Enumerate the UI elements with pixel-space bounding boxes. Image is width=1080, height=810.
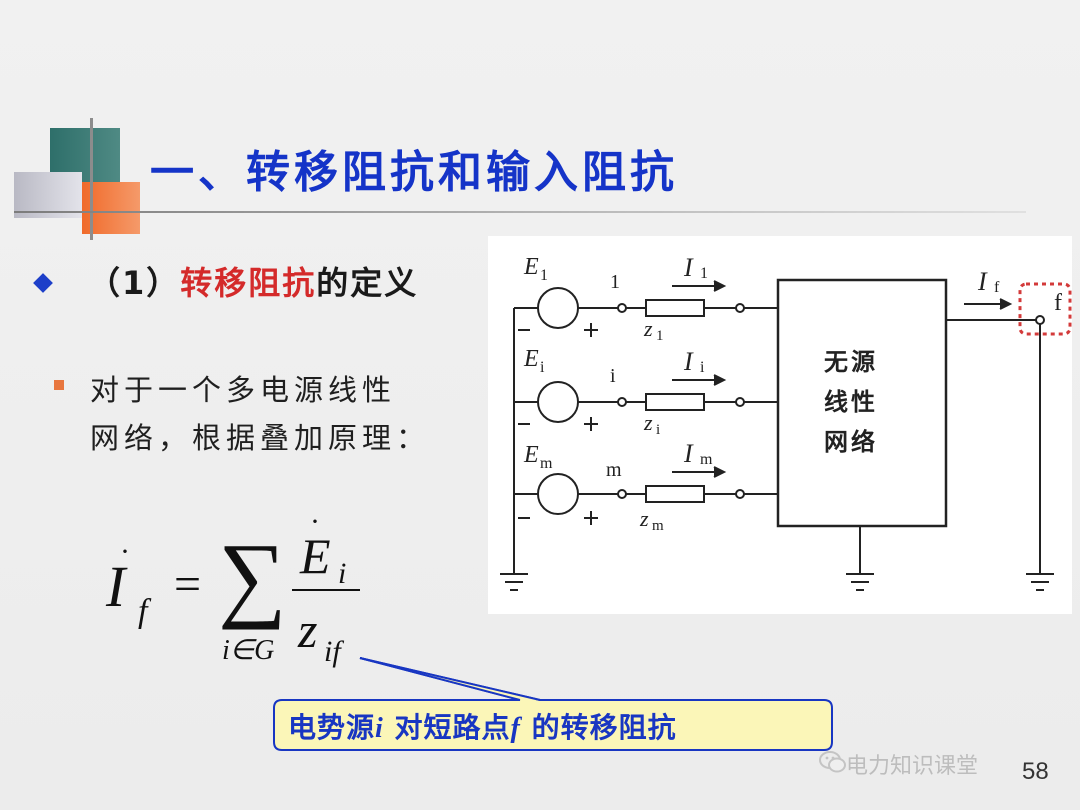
fault-point-highlight [1018,282,1072,336]
title-underline [14,211,1026,213]
formula-denominator-sub: if [324,635,341,668]
slide-title: 一、转移阻抗和输入阻抗 [150,147,678,198]
callout-part-2: 对短路点 [383,711,511,744]
formula: I · f = ∑ i∈G E · i z if [100,505,400,685]
passive-network-block [776,278,948,528]
source-i-circle [537,381,579,423]
formula-lhs: I [106,554,126,619]
formula-numerator: E [300,528,331,584]
impedance-i [645,393,705,411]
deco-square-grey [14,172,82,218]
deco-vertical-line [90,118,93,240]
label-source-i: E [523,346,539,372]
ground-symbol-middle [846,573,874,591]
label-impedance-1-sub: 1 [656,328,664,344]
formula-numerator-dot: · [310,505,320,538]
label-current-f-sub: f [994,279,1000,296]
formula-equals: = [174,558,202,611]
label-node-f: f [1054,290,1062,316]
block-label-line-1: 无源 [824,348,878,376]
label-impedance-1: z [643,316,653,341]
watermark-text: 电力知识课堂 [846,754,979,779]
circuit-diagram: E 1 E i E m 1 i m f I 1 I i I m I f z 1 … [488,236,1072,614]
label-impedance-m: z [639,506,649,531]
section-heading: （1）转移阻抗的定义 [88,258,418,304]
label-current-f: I [977,267,988,296]
impedance-m [645,485,705,503]
formula-lhs-dot: · [120,535,130,568]
ground-symbol-right [1026,573,1054,591]
source-m-circle [537,473,579,515]
square-bullet-icon [54,380,64,390]
label-source-1-sub: 1 [540,267,548,284]
label-node-i: i [610,365,616,387]
callout-var-f: f [510,713,521,744]
callout-part-1: 电势源 [288,711,376,744]
formula-denominator: z [298,602,318,658]
circuit-svg: E 1 E i E m 1 i m f I 1 I i I m I f z 1 … [500,253,1072,591]
label-impedance-i: z [643,410,653,435]
page-number: 58 [1022,758,1049,785]
label-current-i-sub: i [700,359,705,376]
body-paragraph: 对于一个多电源线性 网络，根据叠加原理： [90,366,430,462]
callout-part-3: 的转移阻抗 [520,711,677,744]
callout-tail-edge-right [359,657,541,701]
label-current-m: I [683,439,694,468]
callout-shape [273,657,833,751]
fault-node [1035,315,1045,325]
heading-suffix: 的定义 [316,264,419,302]
heading-highlight: 转移阻抗 [180,264,317,302]
block-label-line-3: 网络 [824,428,878,456]
label-source-m: E [523,442,539,468]
label-impedance-m-sub: m [652,518,664,534]
formula-sum-under: i∈G [222,635,275,666]
wechat-icon [819,751,846,773]
formula-sum: ∑ [218,523,287,630]
formula-fraction-bar [292,589,360,591]
callout-text: 电势源i 对短路点f 的转移阻抗 [288,706,677,746]
label-source-i-sub: i [540,359,545,376]
label-node-m: m [606,459,622,481]
label-current-1-sub: 1 [700,265,708,282]
label-source-m-sub: m [540,455,553,472]
heading-prefix: （1） [88,264,181,302]
label-current-1: I [683,253,694,282]
block-label-line-2: 线性 [824,388,878,416]
formula-numerator-sub: i [338,557,347,590]
formula-lhs-sub: f [138,593,148,630]
label-node-1: 1 [610,271,620,293]
source-1-circle [537,287,579,329]
para-line-2: 网络，根据叠加原理： [90,421,431,455]
callout-var-i: i [375,713,384,744]
impedance-1 [645,299,705,317]
ground-symbol-left [500,573,528,591]
label-current-i: I [683,347,694,376]
label-current-m-sub: m [700,451,713,468]
label-impedance-i-sub: i [656,422,660,438]
para-line-1: 对于一个多电源线性 [90,373,397,407]
label-source-1: E [523,254,539,280]
